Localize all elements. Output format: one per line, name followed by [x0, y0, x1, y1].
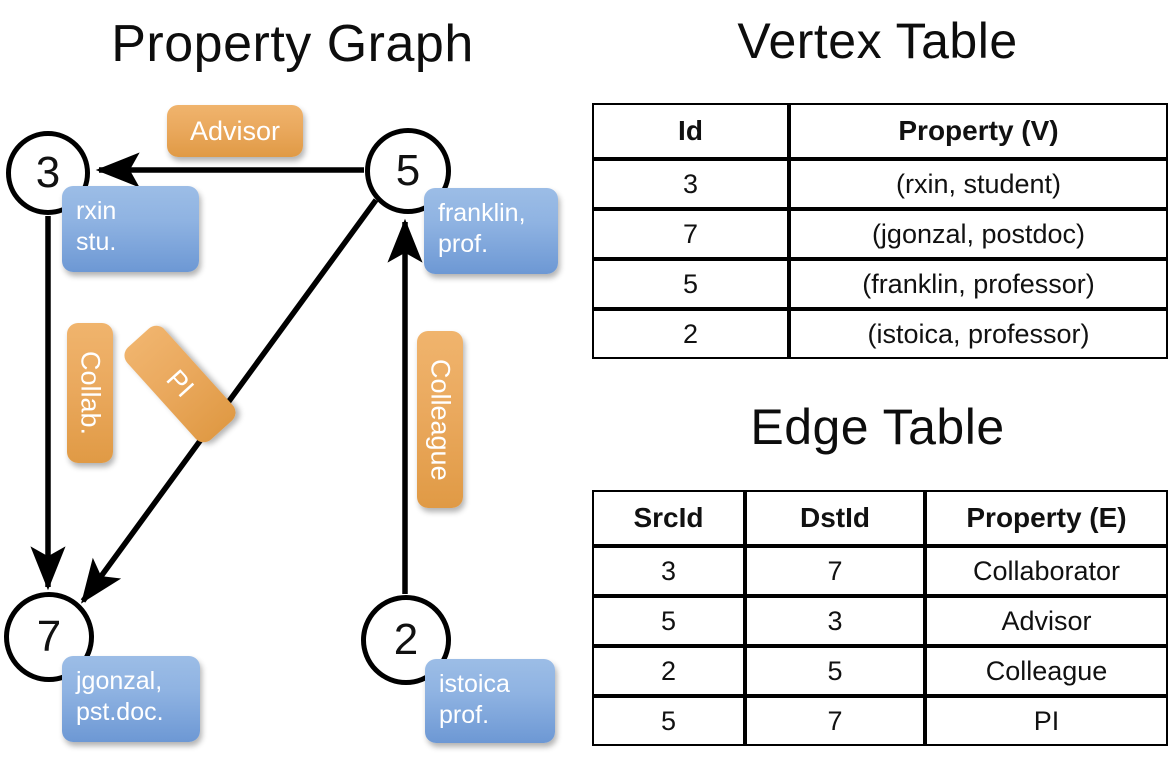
graph-node-2-label: 2	[393, 615, 419, 664]
node-2-property-box[interactable]: istoica prof.	[425, 659, 555, 743]
table-row[interactable]: 2 (istoica, professor)	[592, 309, 1168, 359]
vertex-table-header-row: Id Property (V)	[592, 103, 1168, 159]
vertex-cell-property: (franklin, professor)	[789, 259, 1168, 309]
edge-cell-property: Collaborator	[925, 546, 1168, 596]
edge-label-advisor[interactable]: Advisor	[167, 105, 303, 157]
edge-table-header-property: Property (E)	[925, 490, 1168, 546]
node-5-property-line-2: prof.	[438, 229, 489, 258]
edge-cell-property: Colleague	[925, 646, 1168, 696]
node-2-property-line-1: istoica	[439, 670, 510, 698]
node-3-property-line-2: stu.	[76, 227, 117, 256]
property-graph-title: Property Graph	[111, 15, 474, 73]
graph-node-5[interactable]: 5	[365, 128, 451, 214]
edge-cell-srcid: 3	[592, 546, 745, 596]
graph-node-5-label: 5	[395, 146, 421, 195]
edge-5-to-7	[80, 198, 379, 604]
edge-table-header-srcid: SrcId	[592, 490, 745, 546]
vertex-cell-id: 3	[592, 159, 789, 209]
vertex-cell-property: (jgonzal, postdoc)	[789, 209, 1168, 259]
vertex-table-header-property: Property (V)	[789, 103, 1168, 159]
graph-node-2[interactable]: 2	[361, 595, 451, 685]
table-row[interactable]: 7 (jgonzal, postdoc)	[592, 209, 1168, 259]
edge-cell-dstid: 7	[745, 696, 925, 746]
table-row[interactable]: 5 3 Advisor	[592, 596, 1168, 646]
edge-table-header-dstid: DstId	[745, 490, 925, 546]
node-7-property-line-1: jgonzal,	[76, 667, 163, 695]
graph-node-7-label: 7	[36, 612, 62, 661]
edge-table-header-row: SrcId DstId Property (E)	[592, 490, 1168, 546]
node-5-property-box[interactable]: franklin, prof.	[424, 188, 558, 274]
node-5-property-line-1: franklin,	[438, 199, 526, 227]
edge-label-colleague[interactable]: Colleague	[417, 331, 463, 508]
edge-cell-srcid: 5	[592, 596, 745, 646]
vertex-cell-property: (rxin, student)	[789, 159, 1168, 209]
node-7-property-box[interactable]: jgonzal, pst.doc.	[62, 656, 200, 742]
vertex-cell-id: 2	[592, 309, 789, 359]
edge-cell-dstid: 7	[745, 546, 925, 596]
vertex-cell-id: 5	[592, 259, 789, 309]
table-row[interactable]: 3 7 Collaborator	[592, 546, 1168, 596]
edge-table: SrcId DstId Property (E) 3 7 Collaborato…	[592, 490, 1168, 746]
vertex-cell-id: 7	[592, 209, 789, 259]
table-row[interactable]: 2 5 Colleague	[592, 646, 1168, 696]
edge-cell-srcid: 5	[592, 696, 745, 746]
graph-edges	[30, 152, 423, 604]
node-2-property-line-2: prof.	[439, 700, 490, 729]
vertex-cell-property: (istoica, professor)	[789, 309, 1168, 359]
vertex-table-title: Vertex Table	[737, 13, 1018, 69]
table-row[interactable]: 5 (franklin, professor)	[592, 259, 1168, 309]
table-row[interactable]: 5 7 PI	[592, 696, 1168, 746]
table-row[interactable]: 3 (rxin, student)	[592, 159, 1168, 209]
vertex-table: Id Property (V) 3 (rxin, student) 7 (jgo…	[592, 103, 1168, 359]
vertex-table-header-id: Id	[592, 103, 789, 159]
edge-cell-property: Advisor	[925, 596, 1168, 646]
edge-table-title: Edge Table	[750, 399, 1005, 455]
edge-cell-srcid: 2	[592, 646, 745, 696]
edge-cell-dstid: 5	[745, 646, 925, 696]
node-7-property-line-2: pst.doc.	[76, 697, 164, 726]
graph-node-3-label: 3	[35, 148, 61, 197]
edge-cell-property: PI	[925, 696, 1168, 746]
edge-cell-dstid: 3	[745, 596, 925, 646]
edge-label-collab[interactable]: Collab.	[67, 323, 113, 463]
node-3-property-box[interactable]: rxin stu.	[62, 186, 199, 272]
node-3-property-line-1: rxin	[76, 197, 117, 225]
